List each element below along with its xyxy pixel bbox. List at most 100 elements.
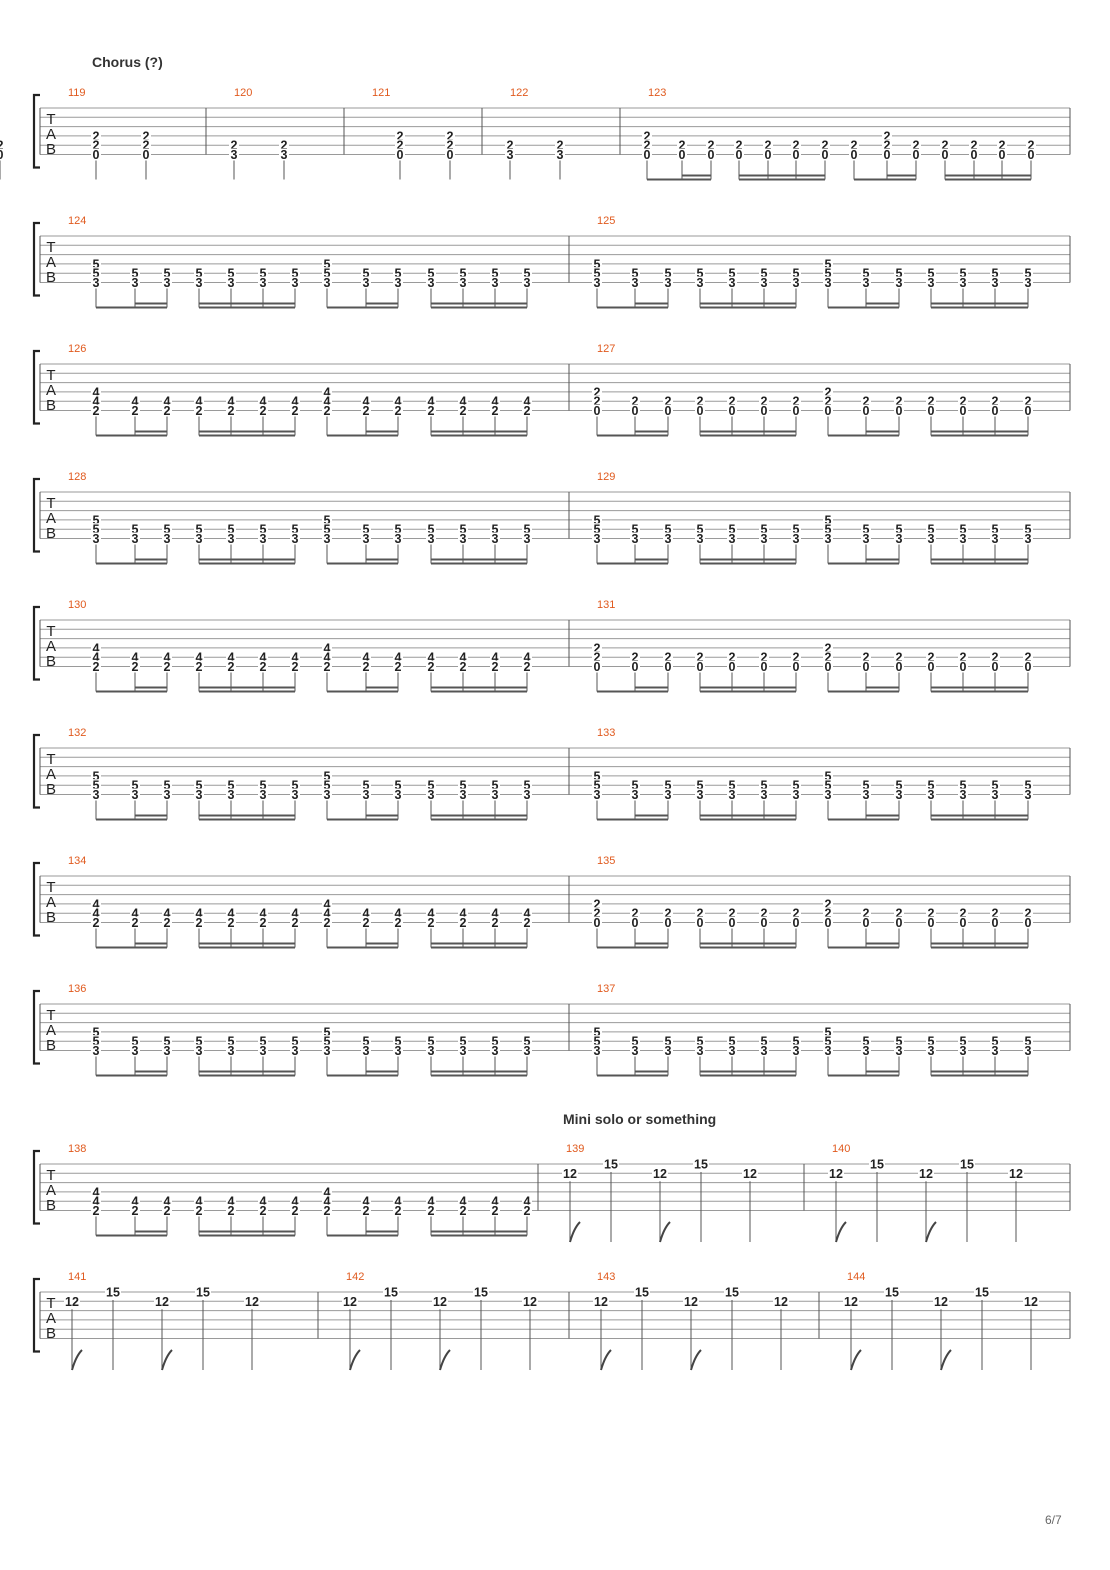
fret-mask: [663, 532, 673, 545]
fret-mask: [823, 779, 833, 792]
fret-mask: [630, 1035, 640, 1048]
fret-number: 2: [761, 907, 768, 921]
fret-number: 4: [260, 907, 267, 921]
tab-clef-letter: A: [46, 638, 56, 655]
fret-mask: [258, 523, 268, 536]
fret-number: 0: [960, 404, 967, 418]
fret-mask: [426, 1044, 436, 1057]
fret-number: 4: [324, 395, 331, 409]
fret-mask: [91, 1204, 101, 1217]
fret-number: 2: [132, 404, 139, 418]
fret-mask: [162, 1044, 172, 1057]
measure: 12322020202020202020220202020202020: [0, 87, 1036, 181]
fret-number: 4: [428, 395, 435, 409]
fret-mask: [490, 1195, 500, 1208]
fret-number: 3: [863, 532, 870, 546]
fret-number: 3: [460, 276, 467, 290]
fret-number: 3: [93, 276, 100, 290]
fret-mask: [759, 779, 769, 792]
fret-mask: [130, 395, 140, 408]
fret-number: 5: [665, 1035, 672, 1049]
measure-number: 119: [68, 87, 86, 99]
fret-mask: [91, 1025, 101, 1038]
fret-number: 3: [665, 276, 672, 290]
fret-number: 2: [761, 395, 768, 409]
fret-number: 3: [729, 788, 736, 802]
fret-number: 3: [896, 1044, 903, 1058]
fret-number: 2: [632, 395, 639, 409]
fret-mask: [393, 660, 403, 673]
fret-mask: [926, 907, 936, 920]
fret-mask: [791, 267, 801, 280]
fret-number: 5: [594, 769, 601, 783]
fret-number: 5: [260, 1035, 267, 1049]
fret-number: 0: [928, 916, 935, 930]
fret-number: 5: [594, 513, 601, 527]
fret-number: 3: [228, 788, 235, 802]
fret-number: 2: [93, 916, 100, 930]
fret-mask: [724, 1286, 740, 1298]
fret-mask: [194, 267, 204, 280]
fret-number: 5: [825, 769, 832, 783]
fret-mask: [759, 651, 769, 664]
fret-number: 5: [863, 779, 870, 793]
fret-mask: [861, 1044, 871, 1057]
fret-number: 5: [896, 779, 903, 793]
fret-mask: [791, 916, 801, 929]
fret-number: 4: [428, 907, 435, 921]
fret-number: 3: [928, 1044, 935, 1058]
fret-number: 4: [460, 907, 467, 921]
fret-mask: [458, 1195, 468, 1208]
fret-number: 5: [93, 267, 100, 281]
fret-number: 5: [960, 1035, 967, 1049]
tab-clef-letter: T: [46, 623, 55, 640]
fret-number: 0: [697, 660, 704, 674]
fret-number: 2: [825, 907, 832, 921]
fret-mask: [695, 276, 705, 289]
fret-mask: [458, 1035, 468, 1048]
fret-number: 0: [761, 404, 768, 418]
fret-number: 12: [343, 1295, 357, 1309]
fret-number: 3: [825, 788, 832, 802]
fret-number: 2: [992, 395, 999, 409]
fret-number: 5: [492, 523, 499, 537]
fret-mask: [290, 1035, 300, 1048]
fret-number: 4: [93, 897, 100, 911]
fret-mask: [1023, 907, 1033, 920]
fret-mask: [91, 404, 101, 417]
fret-number: 2: [164, 916, 171, 930]
note-flag: [569, 1221, 581, 1243]
tab-clef-letter: T: [46, 239, 55, 256]
fret-mask: [861, 276, 871, 289]
fret-mask: [258, 660, 268, 673]
fret-mask: [630, 651, 640, 664]
fret-mask: [0, 139, 10, 152]
fret-mask: [861, 907, 871, 920]
fret-number: 2: [524, 660, 531, 674]
fret-number: 0: [825, 404, 832, 418]
fret-mask: [322, 1204, 332, 1217]
fret-mask: [828, 1167, 844, 1180]
fret-mask: [91, 395, 101, 408]
fret-mask: [918, 1167, 934, 1180]
fret-mask: [162, 779, 172, 792]
fret-mask: [194, 276, 204, 289]
fret-mask: [990, 651, 1000, 664]
fret-number: 5: [363, 779, 370, 793]
system-bracket: [32, 93, 40, 169]
fret-number: 0: [697, 916, 704, 930]
fret-number: 5: [428, 523, 435, 537]
fret-mask: [490, 276, 500, 289]
fret-number: 4: [324, 385, 331, 399]
fret-mask: [522, 395, 532, 408]
fret-number: 5: [992, 1035, 999, 1049]
fret-number: 3: [729, 532, 736, 546]
fret-number: 3: [697, 532, 704, 546]
fret-mask: [490, 916, 500, 929]
fret-number: 0: [960, 916, 967, 930]
fret-mask: [958, 276, 968, 289]
fret-number: 3: [228, 532, 235, 546]
fret-mask: [742, 1167, 758, 1180]
